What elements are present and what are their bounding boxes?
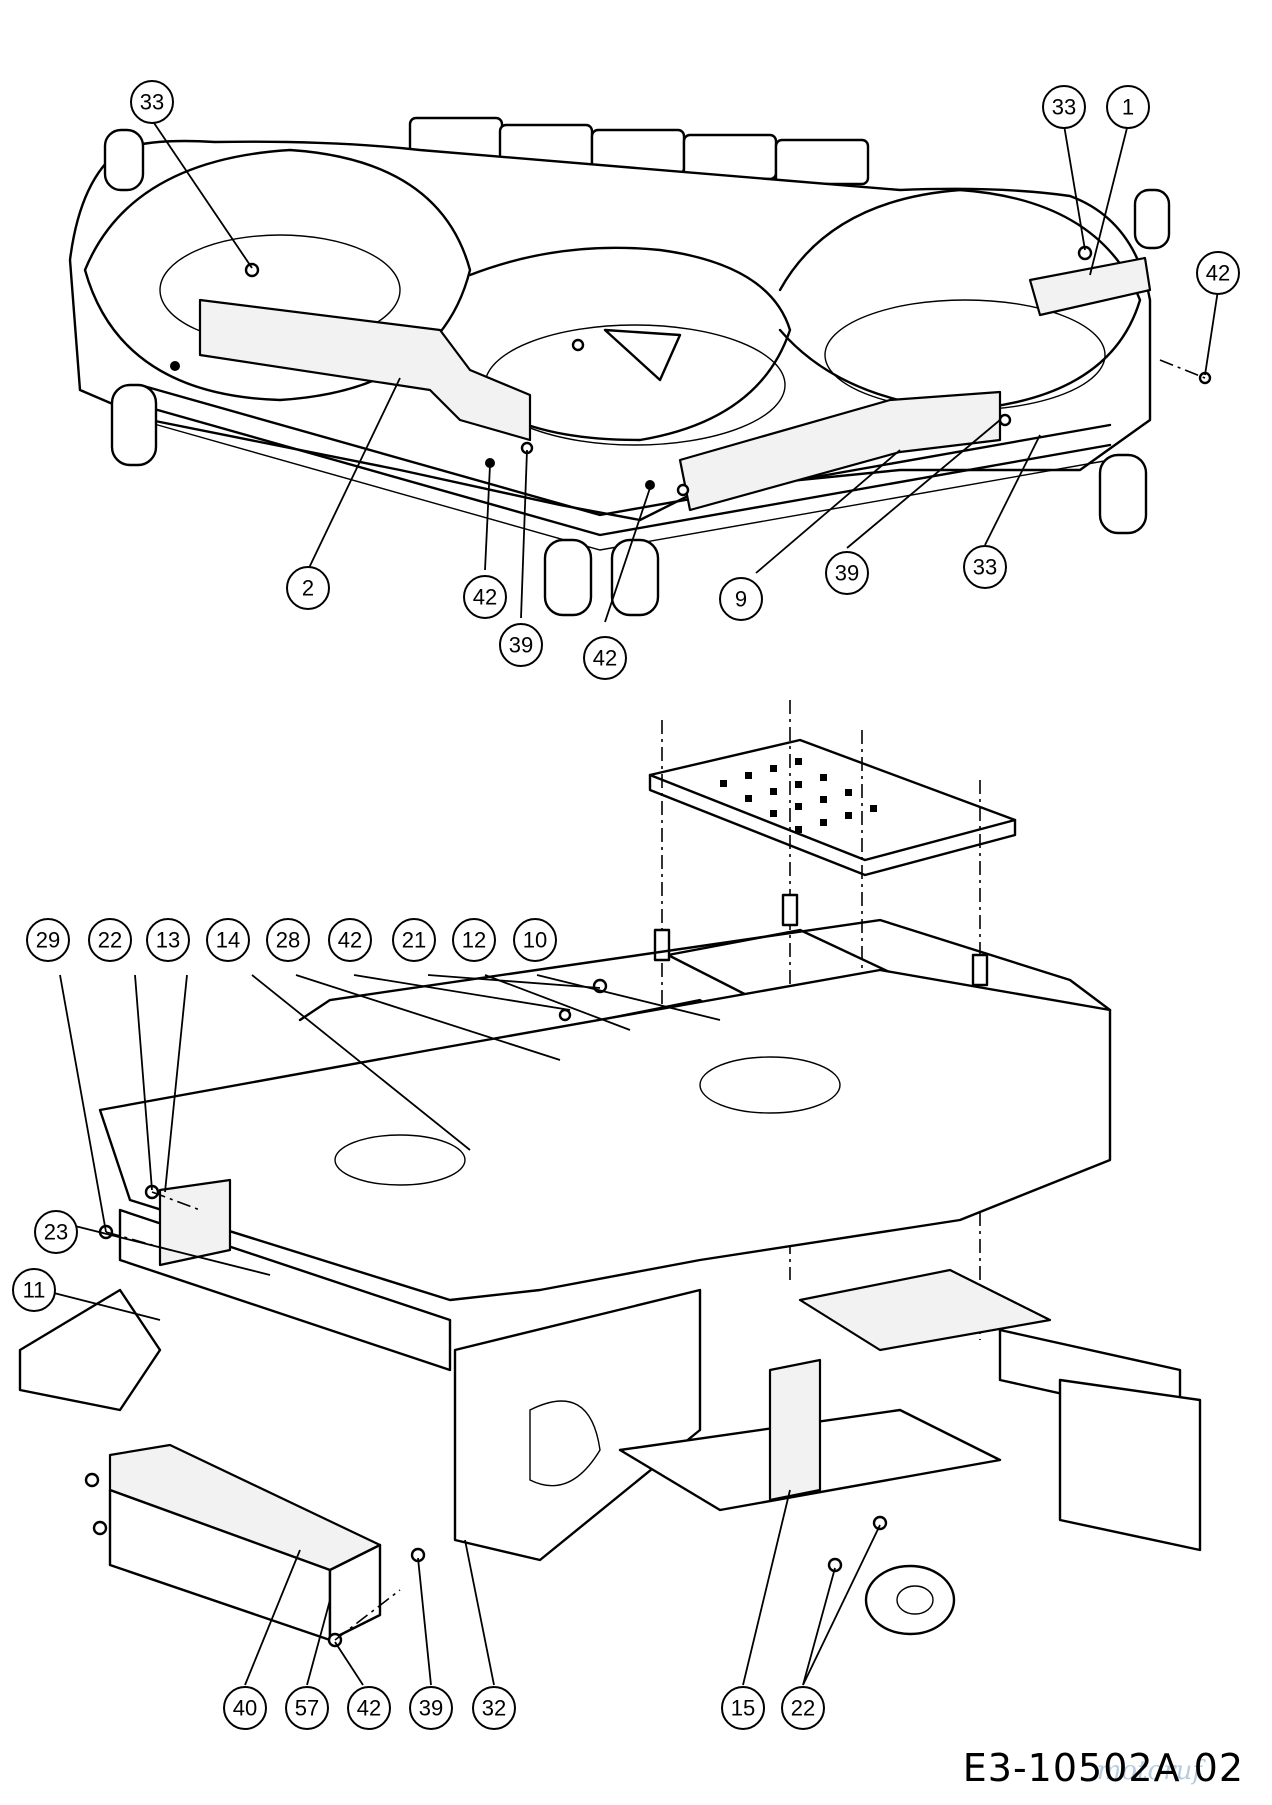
plate-part-1 (1028, 256, 1152, 317)
svg-text:13: 13 (156, 928, 180, 953)
svg-text:14: 14 (216, 928, 240, 953)
callout-42-right: 42 (1196, 251, 1240, 295)
deck-top-rollers (408, 116, 870, 186)
bracket-part-13 (158, 1178, 232, 1267)
callout-29: 29 (26, 918, 70, 962)
callout-23: 23 (34, 1210, 78, 1254)
svg-text:11: 11 (23, 1278, 46, 1303)
callout-39-deck: 39 (499, 623, 543, 667)
svg-text:42: 42 (338, 928, 362, 953)
svg-text:40: 40 (233, 1696, 257, 1721)
svg-text:22: 22 (98, 928, 122, 953)
svg-text:23: 23 (44, 1220, 68, 1245)
callout-40: 40 (223, 1686, 267, 1730)
callout-33-top-left: 33 (130, 80, 174, 124)
svg-text:42: 42 (593, 646, 617, 671)
caster-wheel (864, 1564, 956, 1636)
callout-13: 13 (146, 918, 190, 962)
watermark-text: motoruf (1096, 1756, 1202, 1786)
callout-12: 12 (452, 918, 496, 962)
callout-21: 21 (392, 918, 436, 962)
svg-text:39: 39 (835, 561, 859, 586)
svg-text:29: 29 (36, 928, 60, 953)
svg-text:9: 9 (735, 587, 747, 612)
callout-22-bottom: 22 (781, 1686, 825, 1730)
callout-28: 28 (266, 918, 310, 962)
callout-42-deck-center: 42 (583, 636, 627, 680)
svg-text:39: 39 (509, 633, 533, 658)
callout-2: 2 (286, 566, 330, 610)
callout-10: 10 (513, 918, 557, 962)
main-frame (98, 968, 1112, 1302)
callout-33-deck-right: 33 (963, 545, 1007, 589)
callout-14: 14 (206, 918, 250, 962)
figure-code: E3-10502A 02 (962, 1746, 1244, 1790)
deck-wheels (103, 128, 1171, 617)
callout-39-bottom: 39 (409, 1686, 453, 1730)
leader-lines (41, 119, 1219, 1686)
callout-11: 11 (12, 1268, 56, 1312)
baffle-part-2 (198, 298, 532, 442)
callout-39-deck-right: 39 (825, 551, 869, 595)
svg-text:28: 28 (276, 928, 300, 953)
callout-9: 9 (719, 577, 763, 621)
svg-text:2: 2 (302, 576, 314, 601)
floor-pan (798, 1268, 1052, 1352)
svg-text:33: 33 (973, 555, 997, 580)
foot-plate-holes (720, 758, 877, 833)
svg-text:42: 42 (1206, 261, 1230, 286)
svg-text:42: 42 (357, 1696, 381, 1721)
svg-text:1: 1 (1122, 95, 1134, 120)
svg-text:10: 10 (523, 928, 547, 953)
svg-text:33: 33 (140, 90, 164, 115)
mower-deck-assembly (68, 116, 1212, 617)
callout-57: 57 (285, 1686, 329, 1730)
svg-text:32: 32 (482, 1696, 506, 1721)
callout-1: 1 (1106, 85, 1150, 129)
svg-text:42: 42 (473, 585, 497, 610)
callout-42-deck-left: 42 (463, 575, 507, 619)
callout-15: 15 (721, 1686, 765, 1730)
callout-42-frame: 42 (328, 918, 372, 962)
svg-text:33: 33 (1052, 95, 1076, 120)
baffle-part-9 (678, 390, 1002, 512)
side-plate-left (453, 1288, 702, 1562)
callout-22-upper: 22 (88, 918, 132, 962)
bracket-part-15 (768, 1358, 822, 1502)
svg-text:22: 22 (791, 1696, 815, 1721)
svg-text:12: 12 (462, 928, 486, 953)
svg-text:57: 57 (295, 1696, 319, 1721)
callout-33-top-right: 33 (1042, 85, 1086, 129)
chassis-frame-assembly (18, 700, 1202, 1648)
callout-32: 32 (472, 1686, 516, 1730)
svg-text:21: 21 (402, 928, 426, 953)
svg-text:39: 39 (419, 1696, 443, 1721)
foot-plate (648, 738, 1017, 862)
svg-text:15: 15 (731, 1696, 755, 1721)
callout-42-bottom: 42 (347, 1686, 391, 1730)
